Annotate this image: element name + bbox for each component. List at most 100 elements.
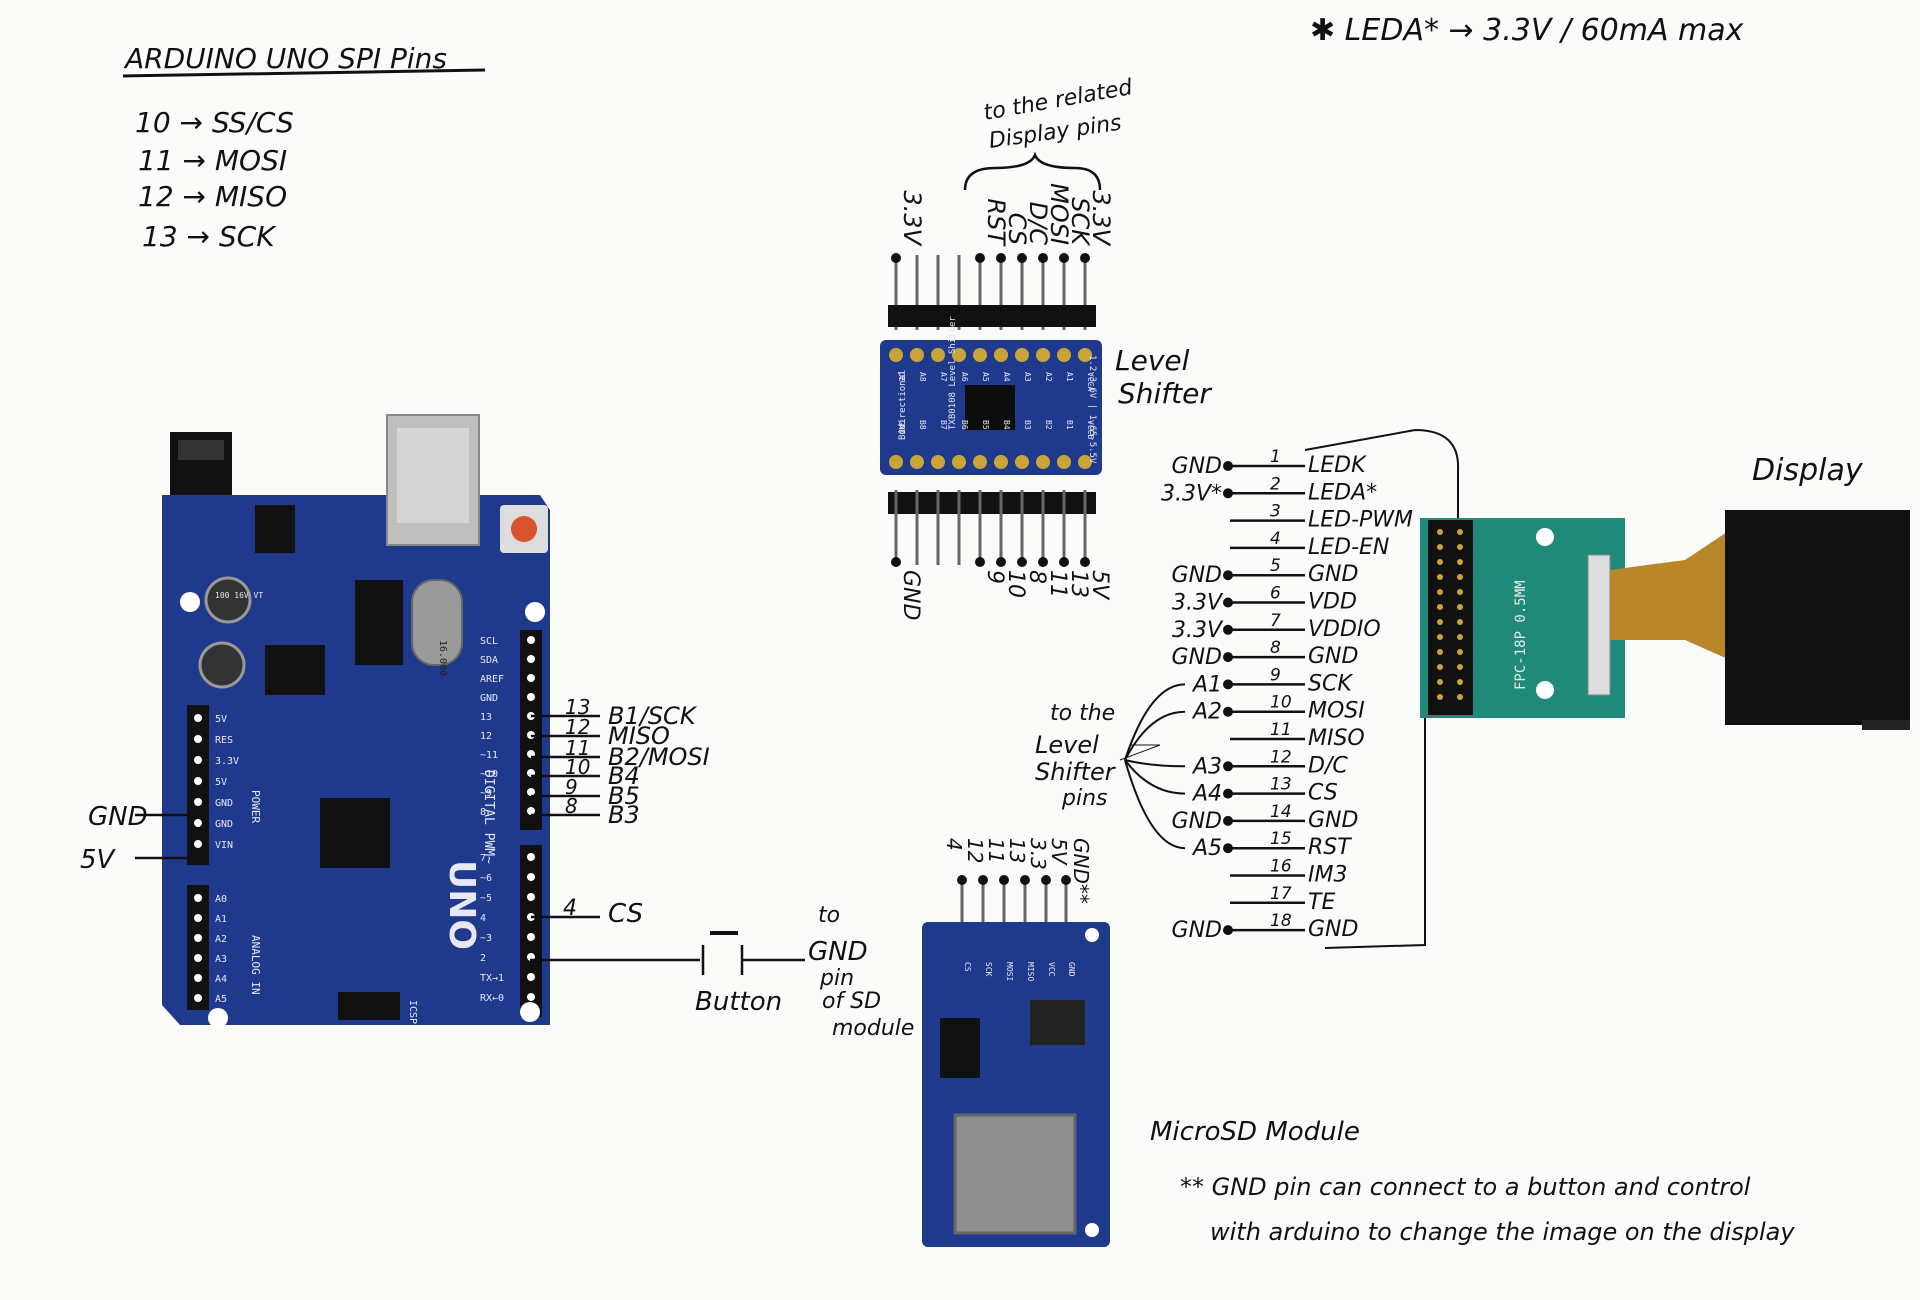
display-pin-source: GND — [1172, 918, 1222, 943]
arduino-spi-pinout: ARDUINO UNO SPI Pins 10 → SS/CS 11 → MOS… — [122, 42, 486, 253]
level-shifter-top-pin-label: MOSI — [1045, 183, 1073, 245]
level-shifter-bottom-pin-label: GND — [898, 570, 923, 620]
display-pin-number: 8 — [1270, 638, 1281, 658]
digital-pin-label: ~6 — [480, 873, 492, 884]
display-pin-number: 5 — [1270, 556, 1281, 576]
display-pin-source: GND — [1172, 563, 1222, 588]
level-shifter-silk-bottom: GND — [897, 420, 906, 435]
button-note-of: of SD — [822, 989, 881, 1014]
sd-pin-label: 3.3 — [1026, 838, 1050, 870]
level-shifter-voltage-text: 1.2-3.6V | 1.65-5.5V — [1087, 355, 1097, 464]
microcontroller — [320, 798, 390, 868]
button-note-module: module — [832, 1016, 914, 1041]
pinout-row: 12 → MISO — [138, 180, 287, 213]
level-shifter-silk-bottom: B5 — [981, 420, 990, 430]
sd-module-label: MicroSD Module — [1150, 1117, 1360, 1147]
power-pin-label: 5V — [215, 777, 227, 788]
display-pin-source: GND — [1172, 809, 1222, 834]
uno-right-wire-num: 12 — [565, 715, 590, 739]
display-pin-name: LED-PWM — [1308, 508, 1413, 533]
level-shifter-top-pin-label: 3.3V — [1087, 190, 1115, 246]
button-note-gnd: GND — [808, 937, 868, 967]
push-button: Button to GND pin of SD module — [530, 903, 914, 1041]
display-shifter-note-1: to the — [1050, 701, 1115, 726]
digital-pin-label: ~9 — [480, 788, 492, 799]
analog-pin-label: A2 — [215, 934, 227, 945]
display-pin-name: RST — [1308, 835, 1352, 860]
level-shifter-bottom-pin-label: 9 — [982, 570, 1007, 584]
display-pin-name: LED-EN — [1308, 535, 1389, 560]
uno-label: UNO — [441, 860, 482, 950]
capacitor-text: 100 16V VT — [215, 591, 263, 600]
sd-silk-label: MOSI — [1005, 962, 1014, 981]
display-pin-name: IM3 — [1308, 863, 1347, 888]
display-pin-source: A3 — [1191, 754, 1222, 779]
digital-pin-label: 8 — [480, 807, 486, 818]
digital-pin-label: 13 — [480, 712, 492, 723]
level-shifter-bottom-pin-label: 13 — [1066, 570, 1091, 598]
uno-left-wire-label: 5V — [80, 845, 117, 875]
uno-right-wire-num: 8 — [565, 794, 578, 818]
arduino-uno: 100 16V VT 16.000 UNO 5VRES3.3V5VGNDGNDV… — [80, 414, 710, 1028]
sd-silk-label: SCK — [984, 962, 993, 977]
analog-pin-label: A1 — [215, 914, 227, 925]
sd-pin-label: 4 — [942, 838, 966, 851]
level-shifter-top-pin-label: RST — [982, 198, 1010, 247]
display-pin-source: GND — [1172, 645, 1222, 670]
uno-cs-wire-num: 4 — [563, 896, 577, 921]
display-pin-name: GND — [1308, 644, 1358, 669]
level-shifter-silk-top: A1 — [1065, 372, 1074, 382]
uno-left-wire-label: GND — [88, 802, 148, 832]
level-shifter-silk-top: A4 — [1002, 372, 1011, 382]
level-shifter-chip — [965, 385, 1015, 430]
level-shifter-silk-top: A2 — [1044, 372, 1053, 382]
analog-pin-label: A4 — [215, 974, 227, 985]
display-shifter-note-3: Shifter — [1035, 758, 1117, 786]
capacitor — [204, 576, 252, 624]
flex-cable — [1610, 530, 1730, 660]
digital-header-upper — [520, 630, 542, 830]
display-pin-name: GND — [1308, 808, 1358, 833]
display-pin-source: 3.3V — [1172, 591, 1224, 616]
level-shifter-silk-top: A5 — [981, 372, 990, 382]
digital-pin-label: ~11 — [480, 750, 498, 761]
digital-pin-label: AREF — [480, 674, 504, 685]
digital-pin-label: SCL — [480, 636, 498, 647]
uno-right-wire-label: B3 — [608, 801, 640, 829]
display-pin-number: 6 — [1270, 584, 1281, 604]
level-shifter-silk-bottom: B6 — [960, 420, 969, 430]
sd-card-slot — [953, 1113, 1077, 1235]
display-label: Display — [1752, 453, 1864, 488]
digital-pin-label: ~10 — [480, 769, 498, 780]
level-shifter-silk-bottom: B7 — [939, 420, 948, 430]
display-pin-name: VDDIO — [1308, 617, 1381, 642]
sd-pin-label: 11 — [984, 838, 1008, 863]
analog-pin-label: A0 — [215, 894, 227, 905]
analog-pin-label: A5 — [215, 994, 227, 1005]
display-pin-number: 14 — [1270, 802, 1292, 822]
sd-silk-label: GND — [1067, 962, 1076, 977]
digital-pin-label: 12 — [480, 731, 492, 742]
display-shifter-note-4: pins — [1061, 786, 1107, 811]
digital-pin-label: ~3 — [480, 933, 492, 944]
display-pin-name: CS — [1308, 781, 1338, 806]
display-pin-source: 3.3V* — [1161, 481, 1222, 506]
uno-right-wire-num: 10 — [565, 755, 590, 779]
power-pin-label: GND — [215, 798, 233, 809]
sd-silk-label: MISO — [1026, 962, 1035, 981]
level-shifter-bottom-pin-label: 5V — [1087, 570, 1112, 601]
digital-pin-label: RX←0 — [480, 993, 504, 1004]
level-shifter-top-pin-label: SCK — [1066, 197, 1094, 247]
display-shifter-note-2: Level — [1035, 731, 1099, 759]
power-pin-label: RES — [215, 735, 233, 746]
analog-pin-label: A3 — [215, 954, 227, 965]
level-shifter-silk-bottom: B2 — [1044, 420, 1053, 430]
capacitor — [198, 641, 246, 689]
level-shifter-bottom-pin-label: 8 — [1024, 570, 1049, 584]
power-pin-label: GND — [215, 819, 233, 830]
level-shifter-bottom-pin-label: 11 — [1045, 570, 1070, 598]
uno-right-wire-label: B5 — [608, 782, 640, 810]
uno-right-wire-num: 9 — [565, 775, 578, 799]
uno-cs-wire-label: CS — [608, 899, 643, 929]
